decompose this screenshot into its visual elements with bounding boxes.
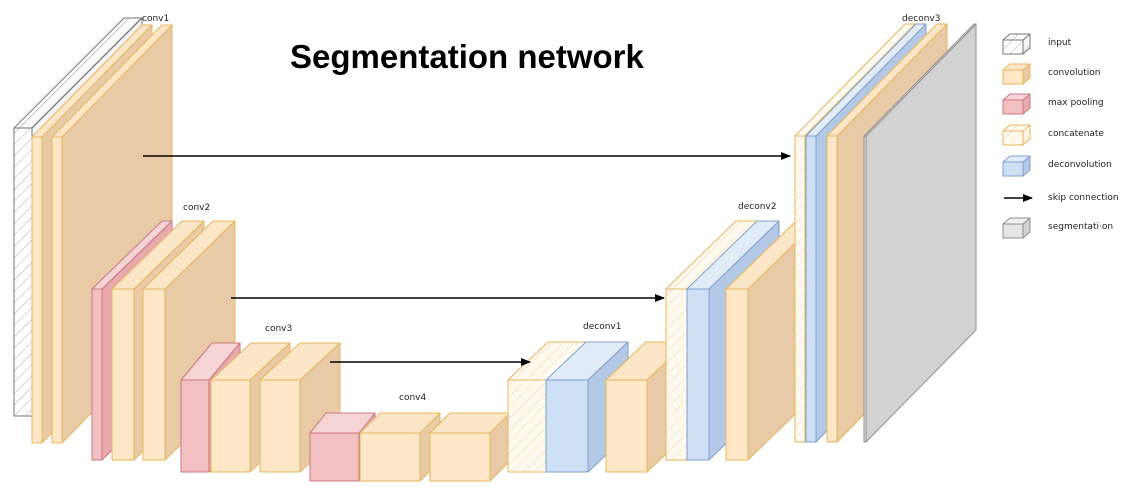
conv3-label: conv3 — [265, 324, 293, 334]
deconv1-label: deconv1 — [583, 322, 622, 332]
legend-segmentation-icon — [1002, 217, 1031, 239]
legend-skip-connection-label: skip connection — [1048, 193, 1119, 203]
conv1-label: conv1 — [142, 14, 170, 24]
legend-convolution-label: convolution — [1048, 68, 1101, 78]
segmentation-block — [863, 23, 977, 443]
deconv3-label: deconv3 — [902, 14, 941, 24]
legend-concatenate-icon — [1002, 124, 1031, 146]
diagram-title: Segmentation network — [290, 38, 644, 75]
conv4-block-1 — [359, 412, 441, 482]
conv4-block-2 — [429, 412, 511, 482]
legend-input-icon — [1002, 33, 1031, 55]
conv2-label: conv2 — [183, 203, 211, 213]
legend-max-pooling-label: max pooling — [1048, 98, 1104, 108]
legend-concatenate-label: concatenate — [1048, 129, 1104, 139]
legend-convolution-icon — [1002, 63, 1031, 85]
legend-segmentation-label: segmentati·on — [1048, 222, 1114, 232]
deconv2-label: deconv2 — [738, 202, 777, 212]
legend-max-pooling-icon — [1002, 93, 1031, 115]
conv4-label: conv4 — [399, 393, 427, 403]
legend-deconvolution-label: deconvolution — [1048, 160, 1112, 170]
legend-deconvolution-icon — [1002, 155, 1031, 177]
legend-input-label: input — [1048, 38, 1072, 48]
